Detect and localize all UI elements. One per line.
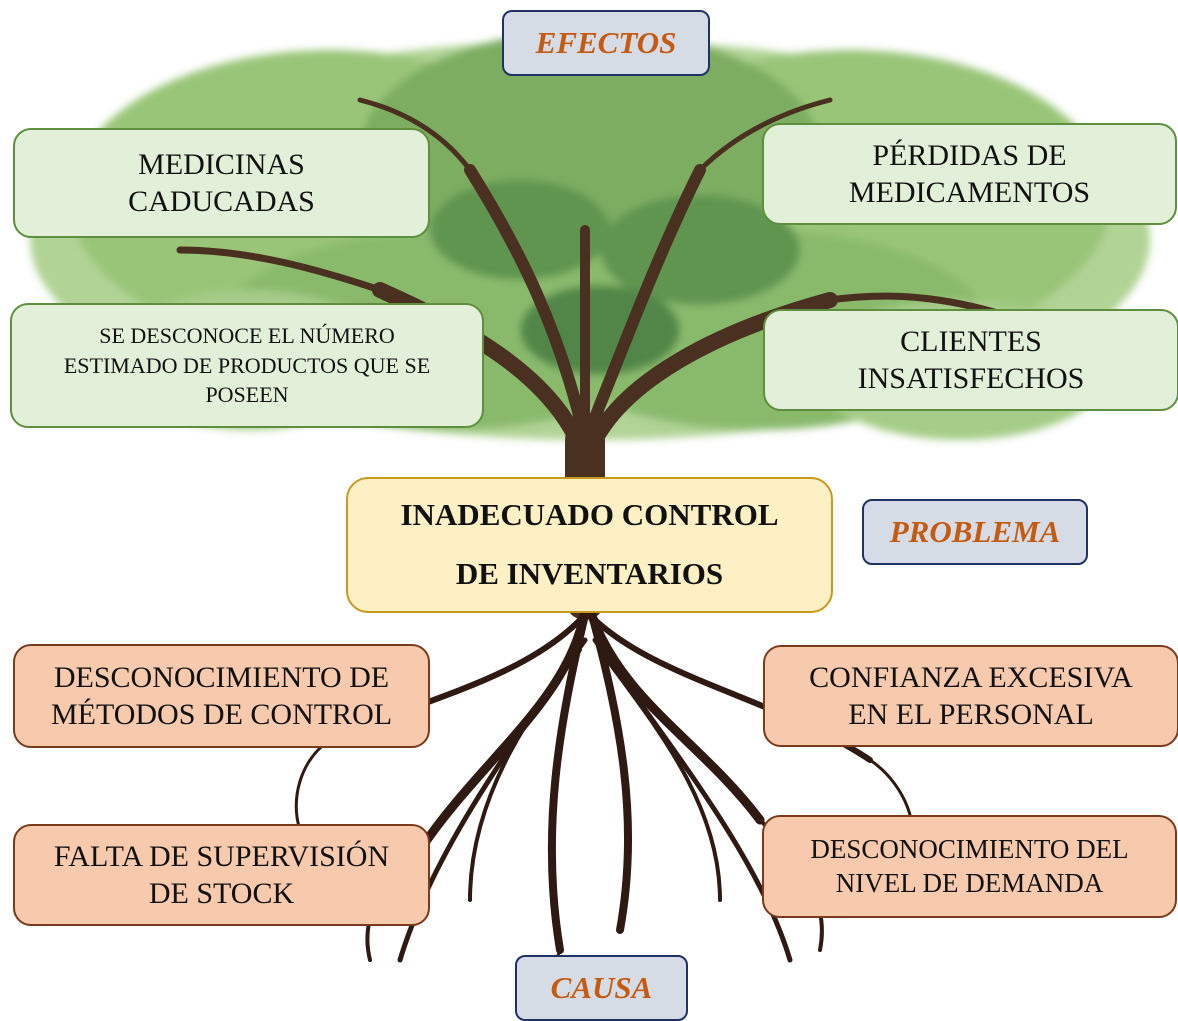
effect-perdidas-de-medicamentos: PÉRDIDAS DE MEDICAMENTOS (762, 123, 1177, 225)
cause-label: CAUSA (515, 955, 688, 1021)
effect-clientes-insatisfechos: CLIENTES INSATISFECHOS (763, 309, 1178, 411)
cause-nivel-de-demanda: DESCONOCIMIENTO DEL NIVEL DE DEMANDA (762, 815, 1177, 918)
effect-medicinas-caducadas: MEDICINAS CADUCADAS (13, 128, 430, 238)
effects-label: EFECTOS (502, 10, 710, 76)
cause-falta-de-supervision: FALTA DE SUPERVISIÓN DE STOCK (13, 824, 430, 926)
problem-label: PROBLEMA (862, 499, 1088, 565)
effect-numero-de-productos: SE DESCONOCE EL NÚMERO ESTIMADO DE PRODU… (10, 303, 484, 428)
cause-desconocimiento-de-metodos: DESCONOCIMIENTO DE MÉTODOS DE CONTROL (13, 644, 430, 748)
cause-confianza-excesiva: CONFIANZA EXCESIVA EN EL PERSONAL (763, 645, 1178, 747)
central-problem: INADECUADO CONTROL DE INVENTARIOS (346, 477, 833, 613)
